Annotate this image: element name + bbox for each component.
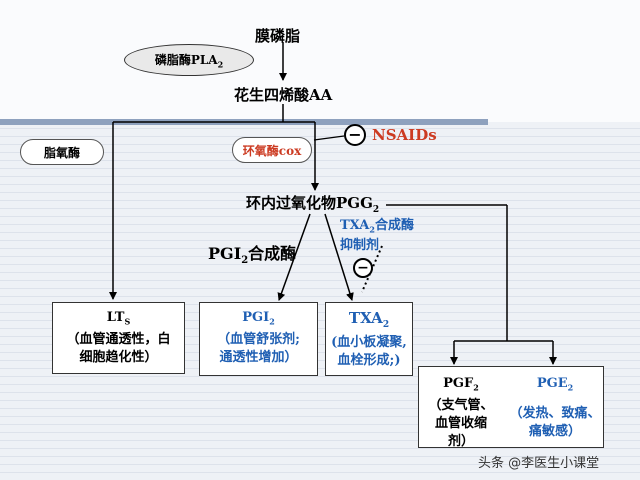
lts-line-2: 细胞趋化性） [79,349,158,365]
lipoxygenase-pill: 脂氧酶 [20,139,104,165]
pgf2-line-2: 血管收缩 [434,415,487,431]
pgi2-box: PGI2 （血管舒张剂; 通透性增加） [199,302,318,376]
pgi2-synthase-label: PGI2合成酶 [208,244,297,267]
pgi2-title: PGI2 [242,310,275,327]
pgg2-label: 环内过氧化物PGG2 [246,194,380,215]
pge2-title: PGE2 [536,376,574,393]
nsaids-label: NSAIDs [372,126,437,144]
pge2-line-1: （发热、致痛、 [509,405,601,421]
arrow-pgg2-pgi2 [277,213,311,301]
txa2-title: TXA2 [348,309,390,330]
pla2-label: 磷脂酶PLA2 [154,52,224,70]
pg-lower-box: PGF2 （支气管、 血管收缩 剂） PGE2 （发热、致痛、 痛敏感） [418,366,604,451]
inhibit-line-nsaids [313,135,345,141]
txa2-line-1: (血小板凝聚, [331,335,407,350]
pgf2-title: PGF2 [443,376,479,393]
cox-pill: 环氧酶cox [232,137,312,163]
nsaids-minus-icon: − [344,124,366,146]
txa2-inhibitor-minus-icon: − [353,258,373,278]
arrow-pgg2-txa2 [324,213,354,301]
txa2-box: TXA2 (血小板凝聚, 血栓形成;) [325,302,413,376]
arachidonic-acid-label: 花生四烯酸AA [234,86,333,104]
lts-line-1: （血管通透性，白 [66,331,171,347]
phospholipid-label: 膜磷脂 [255,27,301,45]
pgi2-line-2: 通透性增加） [219,349,298,365]
pgi2-line-1: （血管舒张剂; [217,331,300,347]
watermark: 头条 @李医生小课堂 [478,456,600,471]
extracellular-area [0,0,640,122]
txa2-line-2: 血栓形成;) [337,353,401,368]
pla2-ellipse: 磷脂酶PLA2 [124,44,254,76]
txa2-inhibitor-label: TXA2合成酶 抑制剂 [340,218,414,253]
pgf2-block: PGF2 （支气管、 血管收缩 剂） [425,375,497,451]
pgf2-line-1: （支气管、 [428,397,494,413]
pge2-line-2: 痛敏感） [528,423,581,439]
pge2-block: PGE2 （发热、致痛、 痛敏感） [507,375,603,441]
cox-label: 环氧酶cox [242,143,302,158]
lts-box: LTS （血管通透性，白 细胞趋化性） [52,302,185,374]
lipoxygenase-label: 脂氧酶 [43,145,80,160]
lts-title: LTS [106,310,131,327]
pgf2-line-3: 剂） [447,433,474,449]
